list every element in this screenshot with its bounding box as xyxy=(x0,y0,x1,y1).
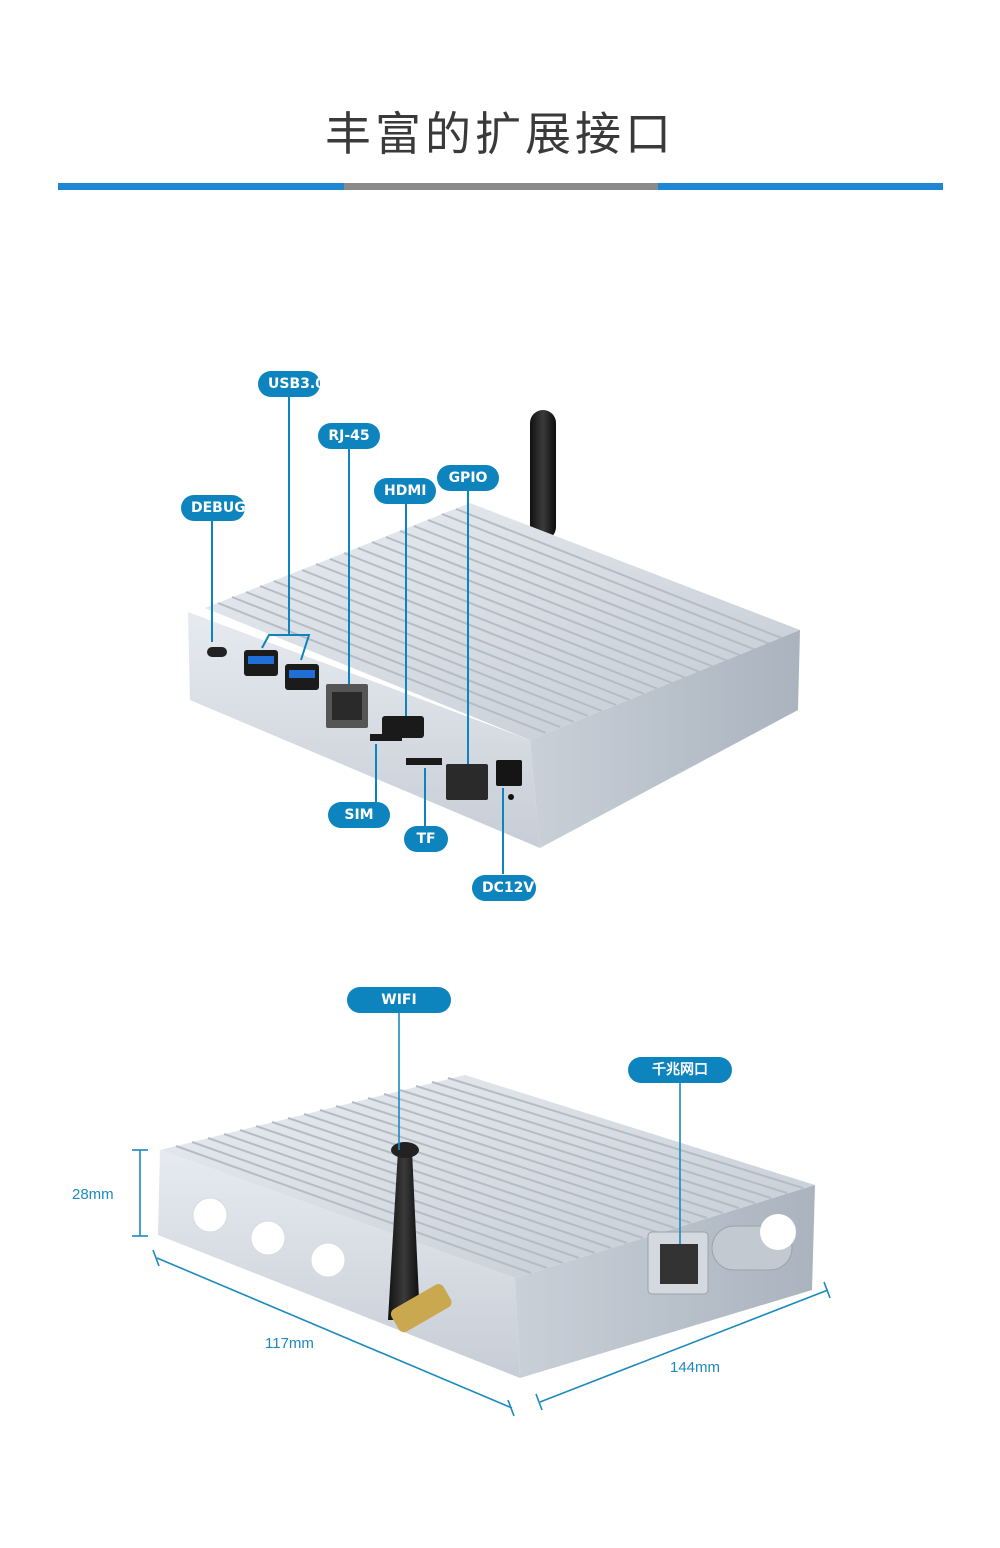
title-divider-left xyxy=(58,183,344,190)
title-divider-right xyxy=(658,183,943,190)
gpio-header xyxy=(446,764,488,800)
device-dimension-view xyxy=(132,1013,831,1417)
label-gpio: GPIO xyxy=(437,465,499,491)
label-hdmi: HDMI xyxy=(374,478,436,504)
tf-slot xyxy=(406,758,442,765)
dc-jack xyxy=(496,760,522,786)
label-rj45: RJ-45 xyxy=(318,423,380,449)
antenna-top xyxy=(530,410,556,540)
label-tf: TF xyxy=(404,826,448,852)
sim-slot xyxy=(370,734,402,741)
label-debug: DEBUG xyxy=(181,495,246,521)
dimension-length: 144mm xyxy=(670,1359,721,1376)
hdmi-port xyxy=(382,716,424,738)
label-wifi: WIFI xyxy=(347,987,451,1013)
dimension-height: 28mm xyxy=(72,1186,114,1203)
device-ports-view xyxy=(188,397,800,874)
title-divider-center xyxy=(344,183,658,190)
label-gigabit-ethernet: 千兆网口 xyxy=(628,1057,732,1083)
label-sim: SIM xyxy=(328,802,390,828)
dimension-width: 117mm xyxy=(265,1335,314,1352)
label-usb: USB3.0 xyxy=(258,371,325,397)
antenna-side xyxy=(388,1150,420,1320)
debug-port xyxy=(207,647,227,657)
label-dc12v: DC12V xyxy=(472,875,536,901)
page-title: 丰富的扩展接口 xyxy=(325,107,675,161)
